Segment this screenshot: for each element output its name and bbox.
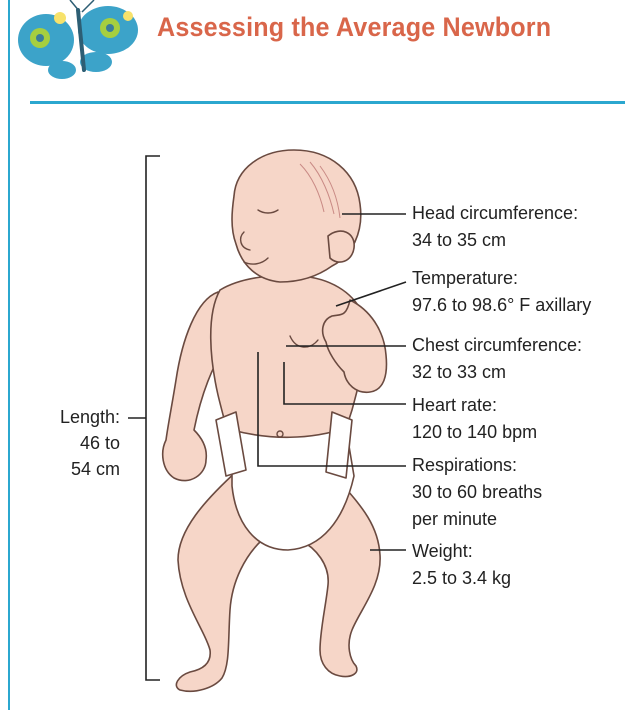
temperature-label: Temperature: 97.6 to 98.6° F axillary — [412, 265, 591, 319]
weight-label: Weight: 2.5 to 3.4 kg — [412, 538, 511, 592]
heart-rate-label: Heart rate: 120 to 140 bpm — [412, 392, 537, 446]
length-label: Length: 46 to 54 cm — [46, 404, 120, 482]
head-circumference-label: Head circumference: 34 to 35 cm — [412, 200, 578, 254]
respirations-label: Respirations: 30 to 60 breaths per minut… — [412, 452, 542, 533]
chest-circumference-label: Chest circumference: 32 to 33 cm — [412, 332, 582, 386]
